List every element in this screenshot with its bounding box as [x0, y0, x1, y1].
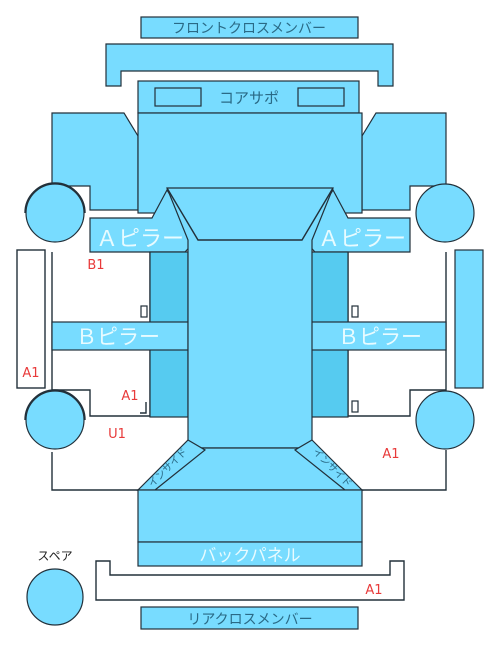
front-left-wheel[interactable] [25, 183, 85, 243]
front-left-wheel-arch [24, 182, 86, 214]
spare-label: スペア [37, 549, 72, 563]
rear-right-wheel[interactable] [415, 390, 475, 450]
trunk-lid[interactable] [137, 489, 363, 543]
roof-panel[interactable] [166, 187, 334, 449]
rear-left-wheel-arch [24, 389, 86, 421]
core-support-right-opening [297, 87, 345, 107]
marker-b1[interactable]: B1 [87, 258, 104, 273]
rear-right-quarter-outline [362, 450, 447, 491]
marker-a1-rear[interactable]: A1 [365, 583, 382, 598]
front-cross-member-label: フロントクロスメンバー [172, 21, 326, 37]
right-rear-small-mark [351, 400, 359, 413]
right-side-rocker[interactable] [454, 249, 484, 389]
b-pillar-left-label: Ｂピラー [76, 325, 160, 349]
rear-cross-member-label: リアクロスメンバー [187, 612, 312, 628]
rear-bumper-reinforcement[interactable] [95, 560, 405, 601]
b-pillar-left[interactable] [51, 321, 189, 351]
a-pillar-left-label: Ａピラー [96, 227, 184, 252]
windshield-line [166, 187, 334, 241]
bumper-reinforcement[interactable] [105, 43, 394, 87]
marker-a1-mid[interactable]: A1 [121, 389, 138, 404]
marker-a1-left[interactable]: A1 [22, 366, 39, 381]
core-support-left-opening [154, 87, 202, 107]
a-pillar-right-label: Ａピラー [318, 227, 406, 252]
right-front-small-mark [351, 305, 359, 318]
back-panel-label: バックパネル [199, 546, 300, 566]
marker-a1-right[interactable]: A1 [382, 447, 399, 462]
left-rear-small-bracket [140, 402, 147, 414]
b-pillar-right-label: Ｂピラー [338, 325, 422, 349]
back-panel[interactable] [137, 541, 363, 567]
front-cross-member[interactable] [140, 16, 359, 39]
spare-tire[interactable] [26, 568, 84, 626]
rear-left-wheel[interactable] [25, 390, 85, 450]
marker-u1[interactable]: U1 [108, 427, 126, 442]
b1-marker-bg [80, 254, 112, 270]
front-right-wheel[interactable] [415, 183, 475, 243]
rear-cross-member[interactable] [140, 606, 359, 630]
left-front-small-mark [140, 305, 148, 318]
core-support-label: コアサポ [219, 89, 279, 107]
rear-left-quarter-outline [51, 452, 138, 491]
left-side-rocker-outline[interactable] [16, 249, 46, 389]
